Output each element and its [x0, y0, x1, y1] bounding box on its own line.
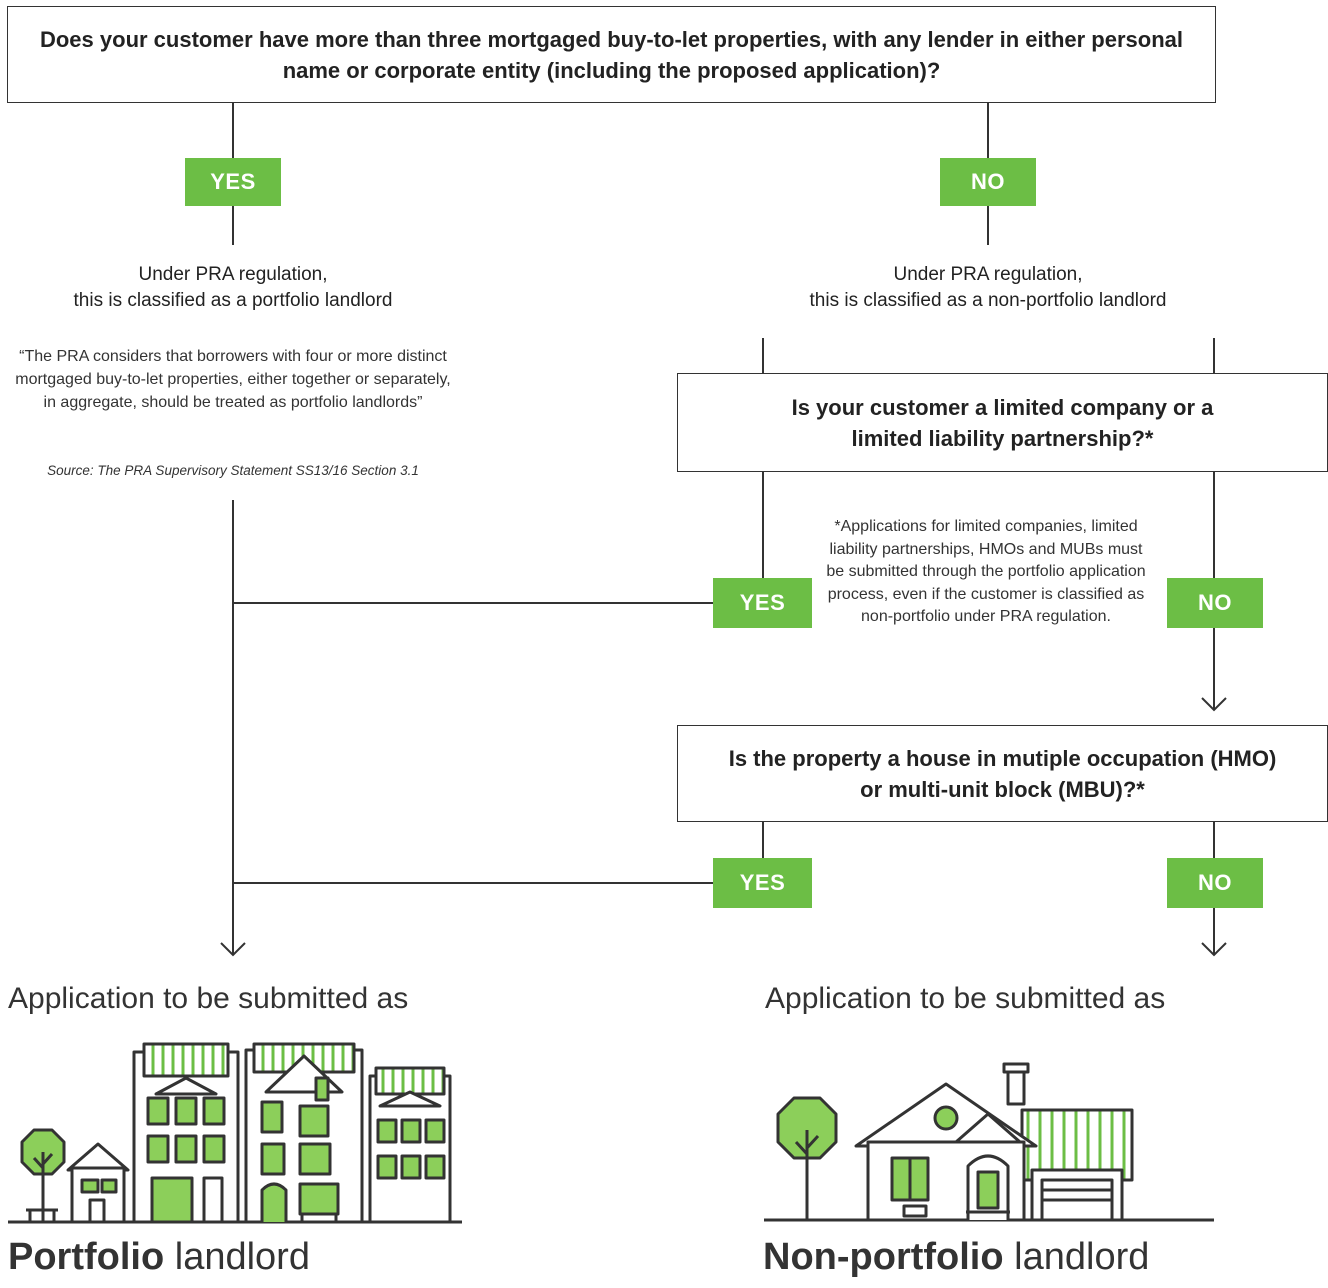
outcome-non-portfolio: Non-portfolio landlord	[763, 1236, 1149, 1279]
question-1-text: Does your customer have more than three …	[39, 26, 1183, 83]
yes-label: YES	[210, 169, 256, 194]
no-badge-q2: NO	[1167, 578, 1263, 628]
portfolio-submitted-as: Application to be submitted as	[8, 982, 408, 1016]
outcome-non-portfolio-bold: Non-portfolio	[763, 1236, 1004, 1278]
non-portfolio-classification-line2: this is classified as a non-portfolio la…	[809, 290, 1167, 311]
footnote: *Applications for limited companies, lim…	[826, 516, 1146, 629]
footnote-text: *Applications for limited companies, lim…	[826, 518, 1146, 625]
pra-quote-text: “The PRA considers that borrowers with f…	[15, 348, 451, 411]
portfolio-classification: Under PRA regulation, this is classified…	[10, 262, 456, 314]
yes-badge-q1: YES	[185, 158, 281, 206]
non-portfolio-classification: Under PRA regulation, this is classified…	[760, 262, 1216, 314]
non-portfolio-classification-line1: Under PRA regulation,	[893, 264, 1083, 285]
question-3-text: Is the property a house in mutiple occup…	[728, 745, 1277, 802]
pra-quote: “The PRA considers that borrowers with f…	[14, 345, 452, 414]
outcome-portfolio: Portfolio landlord	[8, 1236, 310, 1279]
outcome-portfolio-rest: landlord	[164, 1236, 310, 1278]
outcome-non-portfolio-rest: landlord	[1003, 1236, 1150, 1278]
no-badge-q1: NO	[940, 158, 1036, 206]
question-2-box: Is your customer a limited company or a …	[677, 373, 1328, 472]
pra-source-text: Source: The PRA Supervisory Statement SS…	[47, 463, 419, 478]
yes-badge-q3: YES	[713, 858, 812, 908]
yes-label: YES	[739, 590, 786, 615]
no-label: NO	[971, 169, 1005, 194]
non-portfolio-house-illustration	[764, 1062, 1214, 1222]
question-2-text: Is your customer a limited company or a …	[791, 394, 1214, 451]
no-label: NO	[1198, 870, 1232, 895]
portfolio-classification-line1: Under PRA regulation,	[138, 264, 328, 285]
portfolio-submitted-as-text: Application to be submitted as	[8, 982, 409, 1015]
yes-label: YES	[739, 870, 786, 895]
yes-badge-q2: YES	[713, 578, 812, 628]
question-3-box: Is the property a house in mutiple occup…	[677, 725, 1328, 822]
portfolio-classification-line2: this is classified as a portfolio landlo…	[73, 290, 393, 311]
no-badge-q3: NO	[1167, 858, 1263, 908]
no-label: NO	[1198, 590, 1232, 615]
non-portfolio-submitted-as-text: Application to be submitted as	[765, 982, 1166, 1015]
non-portfolio-submitted-as: Application to be submitted as	[765, 982, 1165, 1016]
question-1-box: Does your customer have more than three …	[7, 6, 1216, 103]
pra-source: Source: The PRA Supervisory Statement SS…	[4, 463, 462, 478]
outcome-portfolio-bold: Portfolio	[8, 1236, 165, 1278]
portfolio-buildings-illustration	[8, 1042, 462, 1224]
